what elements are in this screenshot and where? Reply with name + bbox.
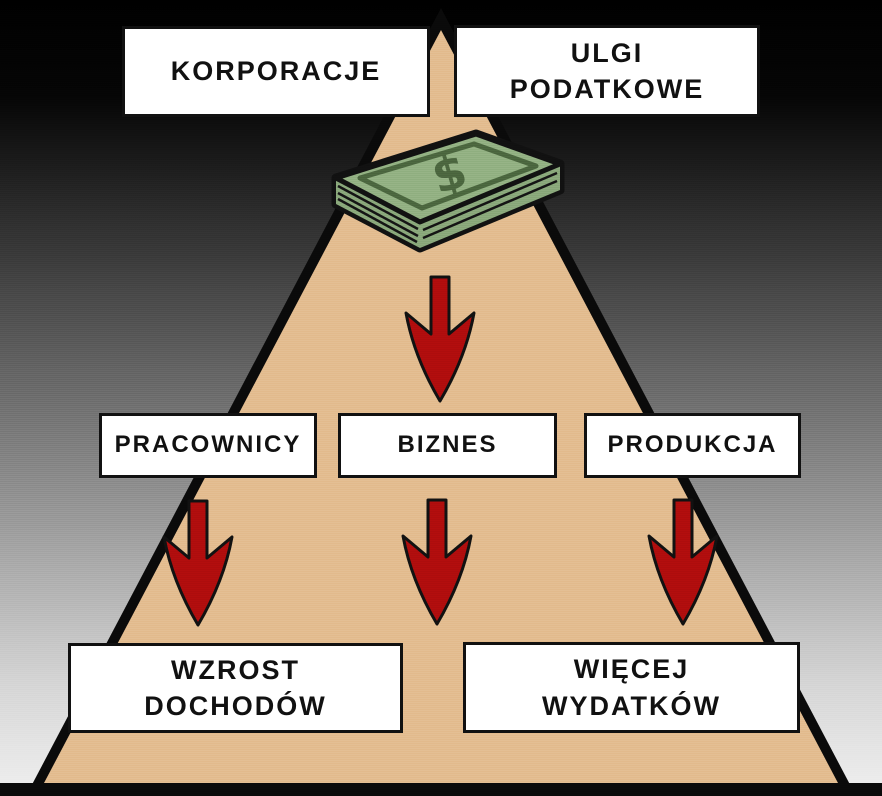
- node-biznes-label: BIZNES: [397, 431, 498, 459]
- node-pracownicy: PRACOWNICY: [99, 413, 317, 478]
- node-biznes: BIZNES: [338, 413, 557, 478]
- node-ulgi-line1: ULGI: [570, 37, 644, 68]
- node-wzrost-line1: WZROST: [171, 654, 300, 685]
- node-wzrost-dochodow: WZROST DOCHODÓW: [68, 643, 403, 733]
- node-wiecej-wydatkow: WIĘCEJ WYDATKÓW: [463, 642, 800, 733]
- node-ulgi-line2: PODATKOWE: [509, 74, 705, 104]
- node-wzrost-line2: DOCHODÓW: [144, 691, 327, 721]
- node-wiecej-line2: WYDATKÓW: [542, 690, 721, 721]
- node-pracownicy-label: PRACOWNICY: [114, 431, 302, 459]
- node-produkcja: PRODUKCJA: [584, 413, 801, 478]
- node-wiecej-line1: WIĘCEJ: [573, 654, 690, 685]
- node-korporacje-label: KORPORACJE: [170, 56, 382, 87]
- node-produkcja-label: PRODUKCJA: [607, 431, 778, 459]
- pyramid-shape: [44, 30, 838, 783]
- node-ulgi-podatkowe: ULGI PODATKOWE: [454, 25, 760, 117]
- money-stack-icon: $: [331, 129, 565, 253]
- node-korporacje: KORPORACJE: [122, 26, 430, 117]
